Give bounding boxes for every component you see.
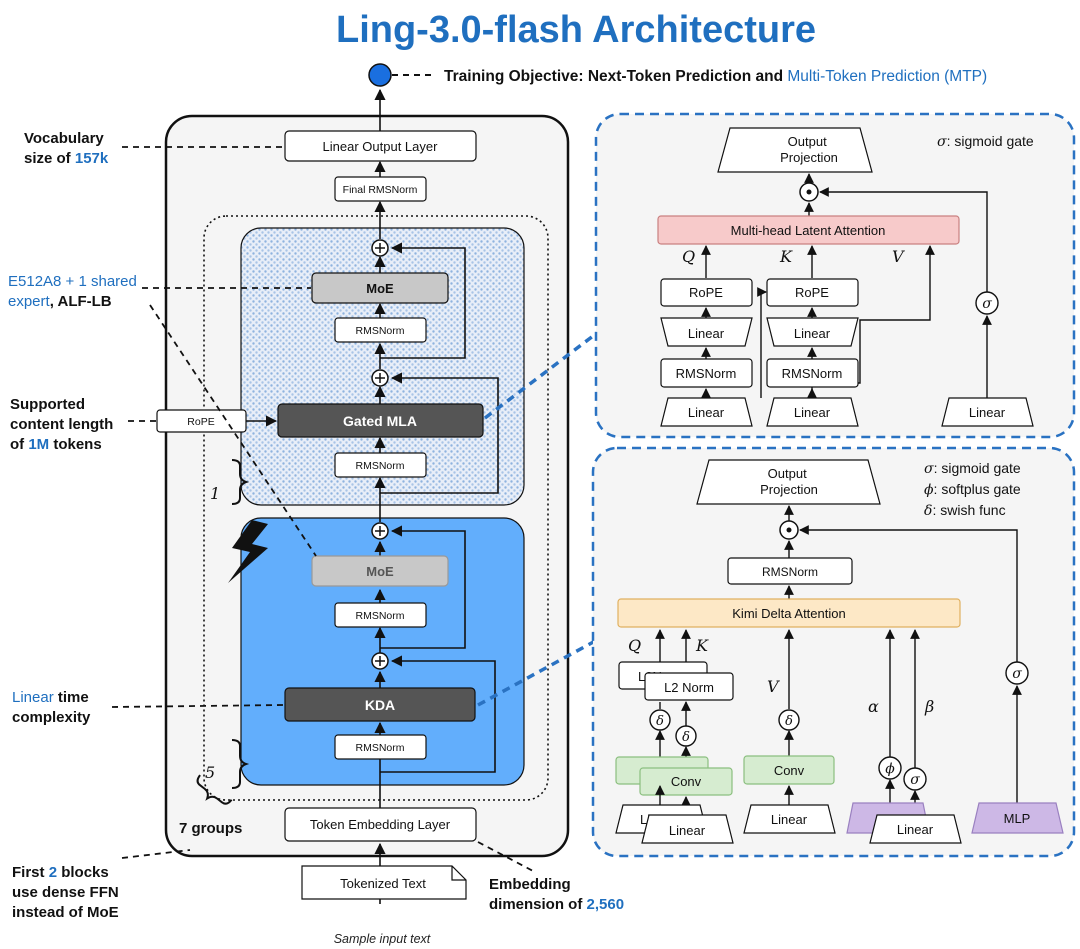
- kda-v-label: V: [767, 677, 780, 696]
- groups-label: 7 groups: [179, 820, 242, 837]
- sample-input-text: Sample input text: [334, 932, 431, 946]
- kda-legend: σ: sigmoid gate ϕ: softplus gate δ: swis…: [924, 460, 1025, 519]
- mla-linear-k-up: Linear: [794, 326, 831, 341]
- rmsnorm-mla-lower: RMSNorm: [356, 460, 405, 472]
- moe-box-kda: MoE: [366, 564, 394, 579]
- mla-v-label: V: [892, 247, 905, 266]
- sigmoid-gate-icon: σ: [1005, 661, 1029, 685]
- svg-text:σ: σ: [982, 296, 992, 312]
- page-title: Ling-3.0-flash Architecture: [336, 9, 816, 51]
- kda-linear-v: Linear: [771, 812, 808, 827]
- residual-add-icon: [371, 652, 389, 670]
- sigmoid-gate-icon: σ: [903, 767, 927, 791]
- mla-detail-panel: [594, 112, 1076, 439]
- svg-text:σ: σ: [1012, 666, 1022, 682]
- kda-mlp: MLP: [1004, 811, 1031, 826]
- rope-box: RoPE: [187, 416, 214, 428]
- rmsnorm-kda-upper: RMSNorm: [356, 610, 405, 622]
- kda-k-label: K: [695, 636, 709, 655]
- vocab-annotation: Vocabulary size of 157k: [24, 130, 109, 167]
- residual-add-icon: [371, 522, 389, 540]
- rmsnorm-kda-lower: RMSNorm: [356, 742, 405, 754]
- tokenized-text: Tokenized Text: [340, 876, 426, 891]
- kda-conv-k: Conv: [671, 774, 702, 789]
- gating-multiply-icon: [779, 520, 799, 540]
- residual-add-icon: [371, 239, 389, 257]
- final-rmsnorm: Final RMSNorm: [343, 184, 418, 196]
- mla-k-label: K: [779, 247, 793, 266]
- document-icon: [301, 865, 467, 900]
- output-node: [368, 63, 392, 87]
- kda-linear-k: Linear: [669, 823, 706, 838]
- experts-annotation: E512A8 + 1 shared expert, ALF-LB: [8, 273, 141, 310]
- linear-output-layer: Linear Output Layer: [323, 139, 439, 154]
- brace-icon: [196, 774, 233, 805]
- brace-icon: [231, 459, 250, 505]
- training-objective: Training Objective: Next-Token Predictio…: [444, 68, 987, 85]
- swish-delta-icon: δ: [675, 725, 697, 747]
- swish-delta-icon: δ: [649, 709, 671, 731]
- svg-text:δ: δ: [682, 730, 690, 745]
- count-kda: 5: [205, 763, 215, 782]
- mla-rope-q: RoPE: [689, 285, 723, 300]
- kda-rmsnorm: RMSNorm: [762, 565, 818, 579]
- mla-linear-q-up: Linear: [688, 326, 725, 341]
- moe-box-mla: MoE: [366, 281, 394, 296]
- mla-linear-gate: Linear: [969, 405, 1006, 420]
- lightning-icon: [228, 520, 268, 583]
- gating-multiply-icon: [799, 182, 819, 202]
- mla-rope-k: RoPE: [795, 285, 829, 300]
- mla-linear-k-down: Linear: [794, 405, 831, 420]
- linear-time-annotation: Linear time complexity: [12, 689, 93, 726]
- embedding-annotation: Embedding dimension of 2,560: [489, 876, 624, 913]
- kda-box: KDA: [365, 697, 395, 713]
- mla-q-label: Q: [682, 247, 695, 266]
- kda-beta-label: β: [924, 697, 934, 716]
- softplus-phi-icon: ϕ: [878, 756, 902, 780]
- kda-conv-v: Conv: [774, 763, 805, 778]
- kda-q-label: Q: [628, 636, 641, 655]
- token-embedding-layer: Token Embedding Layer: [310, 817, 451, 832]
- swish-delta-icon: δ: [778, 709, 800, 731]
- svg-text:σ: σ: [910, 772, 920, 788]
- kda-alpha-label: α: [868, 697, 879, 716]
- residual-add-icon: [371, 369, 389, 387]
- sigmoid-gate-icon: σ: [975, 291, 999, 315]
- first-blocks-annotation: First 2 blocks use dense FFN instead of …: [12, 864, 123, 921]
- kda-l2norm-k: L2 Norm: [664, 680, 714, 695]
- brace-icon: [231, 739, 250, 789]
- mla-attention: Multi-head Latent Attention: [731, 223, 886, 238]
- context-annotation: Supported content length of 1M tokens: [10, 396, 118, 453]
- kda-attention: Kimi Delta Attention: [732, 606, 845, 621]
- svg-text:ϕ: ϕ: [885, 761, 895, 777]
- gated-mla-box: Gated MLA: [343, 413, 417, 429]
- mla-rmsnorm-q: RMSNorm: [676, 366, 737, 381]
- mla-linear-q-down: Linear: [688, 405, 725, 420]
- count-mla: 1: [210, 484, 220, 503]
- kda-output-projection: Output Projection: [760, 466, 818, 497]
- mla-legend: σ: sigmoid gate: [937, 133, 1034, 150]
- mla-output-projection: Output Projection: [780, 134, 838, 165]
- kda-linear-beta: Linear: [897, 822, 934, 837]
- rmsnorm-mla-upper: RMSNorm: [356, 325, 405, 337]
- group-container: [203, 215, 549, 801]
- svg-text:δ: δ: [785, 714, 793, 729]
- svg-text:δ: δ: [656, 714, 664, 729]
- kda-detail-panel: [591, 446, 1076, 858]
- mla-rmsnorm-k: RMSNorm: [782, 366, 843, 381]
